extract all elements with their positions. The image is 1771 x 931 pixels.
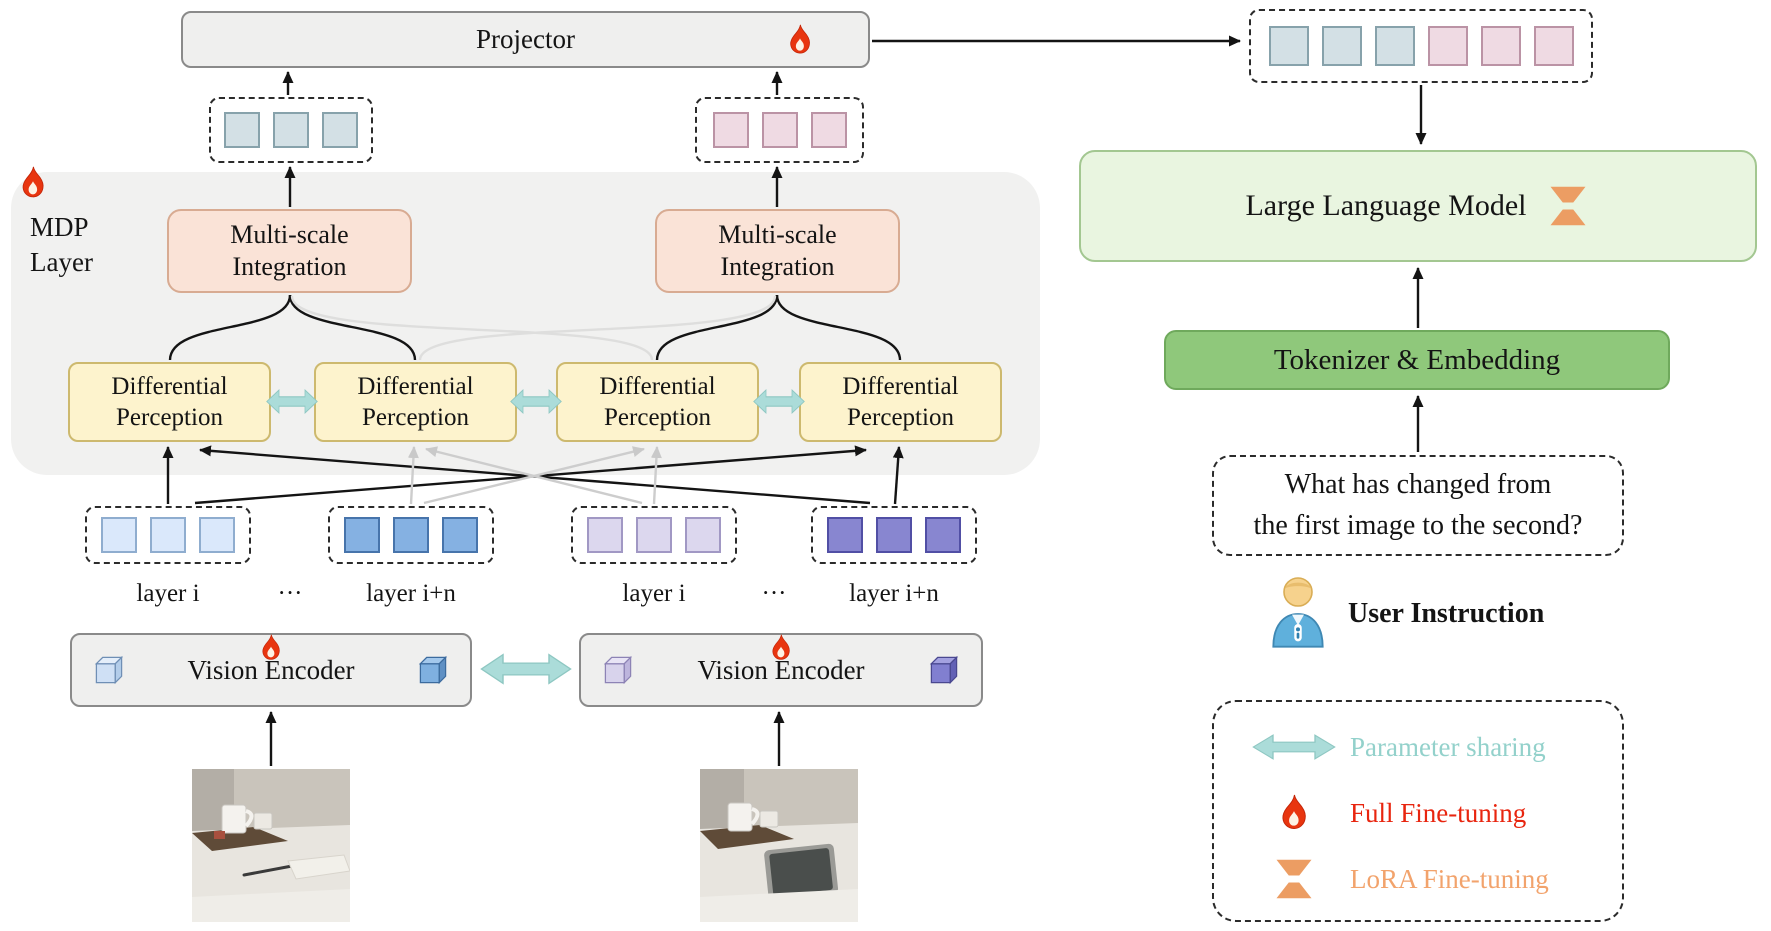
multi-scale-integration-box-2: Multi-scale Integration bbox=[655, 209, 900, 293]
user-question-text: What has changed from the first image to… bbox=[1253, 468, 1583, 541]
token-square bbox=[393, 517, 429, 553]
vision-encoder-box-1: Vision Encoder bbox=[70, 633, 472, 707]
flame-icon bbox=[1238, 790, 1350, 836]
parameter-sharing-label: Parameter sharing bbox=[1350, 731, 1546, 762]
image2-layer-i-n-tokens bbox=[811, 506, 977, 564]
legend-item-lora-finetuning: LoRA Fine-tuning bbox=[1214, 846, 1622, 912]
dp-label: Differential Perception bbox=[842, 372, 959, 431]
cube-icon-light-blue bbox=[88, 649, 130, 691]
token-square bbox=[1480, 26, 1521, 66]
msi-label: Multi-scale Integration bbox=[230, 219, 349, 282]
token-square bbox=[101, 517, 137, 553]
token-square bbox=[344, 517, 380, 553]
cube-icon-blue bbox=[412, 649, 454, 691]
lora-icon bbox=[1545, 185, 1591, 227]
dp-label: Differential Perception bbox=[357, 372, 474, 431]
llm-visual-input-tokens bbox=[1249, 9, 1593, 83]
legend-item-full-finetuning: Full Fine-tuning bbox=[1214, 780, 1622, 846]
tokenizer-embedding-box: Tokenizer & Embedding bbox=[1164, 330, 1670, 390]
token-square bbox=[442, 517, 478, 553]
cube-icon-purple bbox=[923, 649, 965, 691]
legend-item-parameter-sharing: Parameter sharing bbox=[1214, 714, 1622, 780]
llm-label: Large Language Model bbox=[1245, 189, 1527, 222]
input-image-2 bbox=[700, 769, 858, 922]
token-square bbox=[1268, 26, 1309, 66]
differential-perception-box-4: Differential Perception bbox=[799, 362, 1002, 442]
token-square bbox=[150, 517, 186, 553]
token-square bbox=[1427, 26, 1468, 66]
token-square bbox=[876, 517, 912, 553]
token-square bbox=[587, 517, 623, 553]
dp-label: Differential Perception bbox=[599, 372, 716, 431]
token-square bbox=[761, 112, 798, 148]
user-instruction-label: User Instruction bbox=[1348, 598, 1545, 629]
token-square bbox=[322, 112, 358, 148]
user-question-box: What has changed from the first image to… bbox=[1212, 455, 1624, 556]
layer-i-label: layer i bbox=[622, 580, 686, 607]
msi-label: Multi-scale Integration bbox=[718, 219, 837, 282]
differential-perception-box-2: Differential Perception bbox=[314, 362, 517, 442]
image2-layer-i-tokens bbox=[571, 506, 737, 564]
flame-icon bbox=[767, 631, 795, 672]
msi-left-output-tokens bbox=[209, 97, 373, 163]
differential-perception-box-3: Differential Perception bbox=[556, 362, 759, 442]
mdp-layer-label: MDP Layer bbox=[30, 212, 93, 278]
projector-label: Projector bbox=[476, 24, 575, 54]
token-square bbox=[810, 112, 847, 148]
dp-label: Differential Perception bbox=[111, 372, 228, 431]
full-finetuning-label: Full Fine-tuning bbox=[1350, 797, 1527, 828]
flame-icon bbox=[257, 631, 285, 672]
token-square bbox=[925, 517, 961, 553]
parameter-sharing-arrow-icon bbox=[510, 388, 562, 420]
token-square bbox=[712, 112, 749, 148]
layer-i-n-label: layer i+n bbox=[849, 580, 939, 607]
token-square bbox=[1321, 26, 1362, 66]
parameter-sharing-arrow-icon bbox=[753, 388, 805, 420]
flame-icon bbox=[784, 20, 816, 78]
token-square bbox=[1374, 26, 1415, 66]
token-square bbox=[199, 517, 235, 553]
tokenizer-label: Tokenizer & Embedding bbox=[1273, 343, 1561, 376]
token-square bbox=[224, 112, 260, 148]
token-square bbox=[1533, 26, 1574, 66]
layer-i-label: layer i bbox=[136, 580, 200, 607]
parameter-sharing-arrow-icon bbox=[1238, 733, 1350, 761]
flame-icon bbox=[16, 162, 50, 209]
token-square bbox=[685, 517, 721, 553]
differential-perception-box-1: Differential Perception bbox=[68, 362, 271, 442]
cube-icon-light-purple bbox=[597, 649, 639, 691]
input-image-1 bbox=[192, 769, 350, 922]
multi-scale-integration-box-1: Multi-scale Integration bbox=[167, 209, 412, 293]
token-square bbox=[636, 517, 672, 553]
lora-finetuning-label: LoRA Fine-tuning bbox=[1350, 863, 1549, 894]
msi-right-output-tokens bbox=[695, 97, 864, 163]
lora-icon bbox=[1238, 858, 1350, 900]
image1-layer-i-tokens bbox=[85, 506, 251, 564]
layer-i-n-label: layer i+n bbox=[366, 580, 456, 607]
ellipsis-label: ··· bbox=[761, 580, 787, 607]
projector-box: Projector bbox=[181, 11, 870, 68]
user-icon bbox=[1266, 572, 1330, 657]
large-language-model-box: Large Language Model bbox=[1079, 150, 1757, 262]
vision-encoder-box-2: Vision Encoder bbox=[579, 633, 983, 707]
parameter-sharing-arrow-icon bbox=[266, 388, 318, 420]
image1-layer-i-n-tokens bbox=[328, 506, 494, 564]
token-square bbox=[273, 112, 309, 148]
legend: Parameter sharing Full Fine-tuning LoRA … bbox=[1212, 700, 1624, 922]
token-square bbox=[827, 517, 863, 553]
parameter-sharing-arrow-icon bbox=[480, 652, 572, 691]
ellipsis-label: ··· bbox=[277, 580, 303, 607]
